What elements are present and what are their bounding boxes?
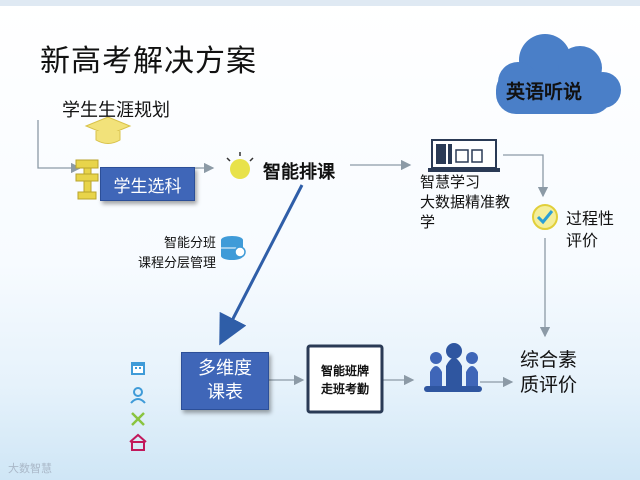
smart-learning-line-1: 智慧学习 [420, 173, 481, 191]
class-board-line-2: 走班考勤 [320, 382, 369, 396]
watermark: 大数智慧 [8, 462, 52, 475]
smart-learning-line-2: 大数据精准教 [420, 193, 511, 211]
cloud-icon [496, 34, 621, 114]
connector-career-to-selection [37, 120, 82, 174]
lightbulb-icon [226, 152, 254, 179]
class-management-line-1: 智能分班 [163, 236, 216, 251]
students-group-icon [424, 343, 482, 392]
process-evaluation-line-2: 评价 [566, 231, 599, 250]
course-selection-label: 学生选科 [113, 176, 182, 197]
classroom-screen-icon [428, 139, 500, 172]
course-selection-box: 学生选科 [100, 167, 195, 201]
connector-learning-to-process [503, 154, 549, 198]
checkmark-badge-icon [532, 204, 558, 230]
class-management-text: 智能分班 课程分层管理 [136, 234, 216, 274]
user-icon [130, 387, 146, 404]
comprehensive-evaluation-line-1: 综合素 [520, 349, 578, 371]
graduation-cap-icon [84, 116, 132, 144]
class-board-text: 智能班牌 走班考勤 [312, 362, 378, 398]
timetable-line-2: 课表 [207, 382, 243, 403]
smart-scheduling-label: 智能排课 [263, 162, 335, 183]
english-speaking-label: 英语听说 [506, 81, 583, 103]
page-title: 新高考解决方案 [40, 44, 257, 79]
smart-learning-text: 智慧学习 大数据精准教 学 [420, 172, 510, 232]
timetable-line-1: 多维度 [198, 358, 252, 379]
class-management-line-2: 课程分层管理 [137, 256, 216, 271]
smart-learning-line-3: 学 [420, 213, 436, 231]
tools-icon [131, 412, 145, 426]
class-board-line-1: 智能班牌 [320, 364, 369, 378]
timetable-box: 多维度 课表 [181, 352, 269, 410]
comprehensive-evaluation-text: 综合素 质评价 [520, 348, 577, 398]
career-planning-label: 学生生涯规划 [62, 100, 170, 121]
process-evaluation-line-1: 过程性 [566, 209, 615, 228]
key-icon [75, 159, 99, 200]
home-icon [129, 433, 147, 451]
comprehensive-evaluation-line-2: 质评价 [520, 374, 578, 396]
class-board-frame [306, 344, 384, 414]
calendar-icon [131, 362, 145, 375]
connector-scheduling-to-timetable [219, 184, 304, 346]
process-evaluation-text: 过程性 评价 [566, 208, 614, 252]
database-icon [221, 236, 246, 260]
top-bar [0, 0, 640, 6]
